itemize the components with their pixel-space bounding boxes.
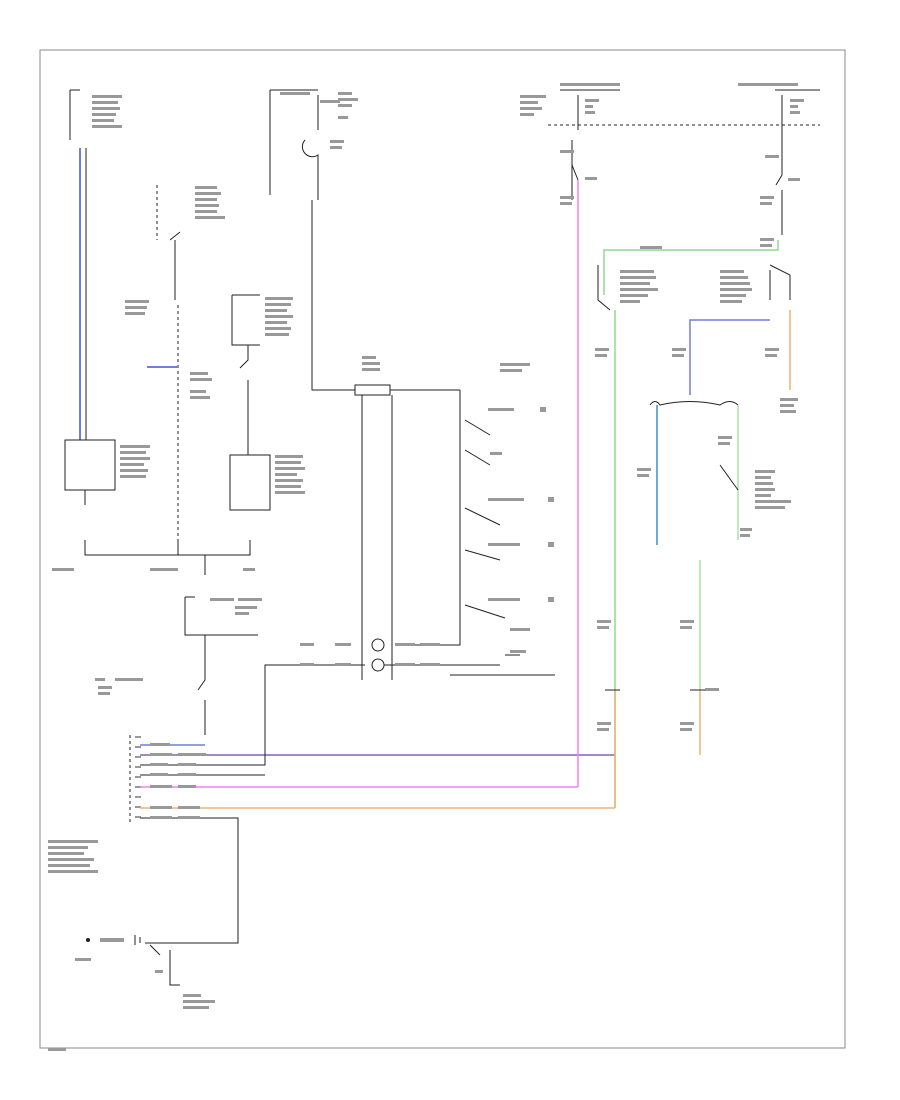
center-circuit xyxy=(269,89,555,680)
ecu-label-block xyxy=(48,840,98,873)
battery-symbol xyxy=(75,935,215,1009)
mid-left-module-box xyxy=(229,454,271,511)
blue-wire-right xyxy=(689,319,770,395)
switch-ladder xyxy=(464,407,554,656)
connector-circle-2 xyxy=(371,658,385,672)
footer-code xyxy=(48,1048,66,1051)
diagram-border xyxy=(39,49,846,1049)
left-module-box xyxy=(64,439,116,491)
left-label-block-1 xyxy=(92,95,122,128)
connector-pins xyxy=(135,736,141,818)
connector-center-top xyxy=(354,384,391,396)
orange-wire-lower xyxy=(140,690,700,755)
right-circuit xyxy=(140,83,820,808)
left-circuit xyxy=(48,89,615,1051)
connector-circle-1 xyxy=(371,638,385,652)
green-wire-top xyxy=(603,240,779,295)
